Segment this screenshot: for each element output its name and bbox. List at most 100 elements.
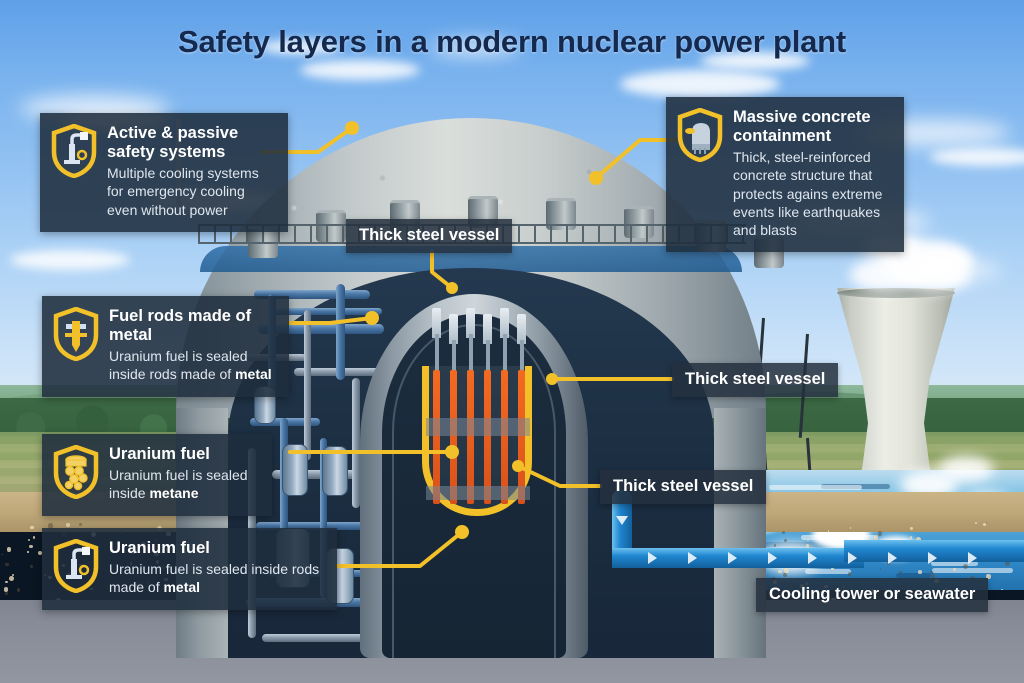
pipe	[272, 308, 382, 315]
soil-speck	[849, 526, 852, 529]
soil-speck	[986, 522, 988, 524]
soil-speck	[3, 586, 9, 592]
soil-speck	[848, 572, 852, 576]
flow-arrow	[968, 552, 977, 564]
callout-uranium-fuel-pellets[interactable]: Uranium fuel Uranium fuel is sealed insi…	[42, 434, 272, 516]
control-rod-stem	[519, 340, 524, 382]
soil-speck	[805, 544, 810, 548]
control-rod-head	[517, 314, 526, 344]
soil-speck	[16, 588, 21, 592]
label-thick-steel-vessel-top[interactable]: Thick steel vessel	[346, 219, 513, 253]
shield-containment-icon	[677, 108, 723, 162]
soil-speck	[11, 574, 14, 577]
callout-heading: Uranium fuel	[109, 445, 210, 463]
callout-active-passive-safety-systems[interactable]: Active & passive safety systems Multiple…	[40, 113, 288, 232]
cooling-pipe-down	[612, 498, 632, 556]
pipe	[262, 634, 366, 642]
flow-arrow	[928, 552, 937, 564]
soil-speck	[807, 538, 810, 541]
equipment-vessel	[322, 446, 348, 496]
control-rod-stem	[451, 340, 456, 382]
shield-fuelrod-icon	[53, 307, 99, 361]
cloud	[10, 250, 130, 270]
soil-speck	[773, 544, 777, 547]
soil-speck	[982, 522, 987, 527]
callout-text: Uranium fuel Uranium fuel is sealed insi…	[109, 539, 323, 597]
control-rod-stem	[502, 334, 507, 376]
pipe	[256, 522, 376, 530]
soil-speck	[830, 566, 834, 570]
soil-speck	[878, 531, 883, 536]
control-rod-head	[432, 308, 441, 338]
soil-speck	[5, 592, 8, 595]
flow-arrow	[648, 552, 657, 564]
callout-fuel-rods-made-of-metal[interactable]: Fuel rods made of metal Uranium fuel is …	[42, 296, 289, 397]
steam-puff	[912, 248, 972, 276]
soil-speck	[827, 530, 829, 532]
cooling-pipe-horizontal	[612, 548, 864, 568]
cloud	[930, 148, 1024, 166]
core-grid-band	[426, 486, 530, 500]
soil-speck	[65, 523, 70, 528]
callout-body: Uranium fuel is sealed inside rods made …	[109, 348, 272, 383]
soil-speck	[781, 530, 786, 535]
soil-speck	[952, 567, 956, 571]
soil-speck	[28, 539, 31, 542]
wave	[768, 485, 863, 491]
control-rod-head	[449, 314, 458, 344]
cloud	[300, 60, 420, 80]
callout-heading: Fuel rods made of metal	[109, 307, 252, 345]
pipe	[320, 438, 327, 598]
flow-arrow	[688, 552, 697, 564]
fuel-rod	[484, 370, 491, 504]
flow-arrow	[768, 552, 777, 564]
wave	[931, 567, 1014, 573]
flow-arrow	[616, 516, 628, 525]
callout-body: Uranium fuel is sealed inside metane	[109, 467, 248, 502]
label-cooling-tower-or-seawater[interactable]: Cooling tower or seawater	[756, 578, 989, 612]
wave	[930, 561, 979, 567]
callout-heading: Uranium fuel	[109, 539, 210, 557]
callout-uranium-fuel-rods[interactable]: Uranium fuel Uranium fuel is sealed insi…	[42, 528, 337, 610]
soil-speck	[9, 575, 15, 581]
control-rod-stem	[434, 334, 439, 376]
control-rod-head	[466, 308, 475, 338]
shield-valve-icon	[51, 124, 97, 178]
fuel-rod	[433, 370, 440, 504]
callout-text: Uranium fuel Uranium fuel is sealed insi…	[109, 445, 258, 503]
cooling-tower-rim	[837, 288, 955, 298]
flow-arrow	[728, 552, 737, 564]
flow-arrow	[848, 552, 857, 564]
control-rod-stem	[485, 340, 490, 382]
control-rod-head	[500, 308, 509, 338]
callout-body: Multiple cooling systems for emergency c…	[107, 165, 259, 218]
soil-speck	[79, 522, 82, 526]
soil-speck	[6, 547, 12, 552]
soil-speck	[974, 522, 977, 525]
soil-speck	[47, 523, 53, 529]
callout-heading: Active & passive safety systems	[107, 124, 239, 162]
soil-speck	[784, 568, 789, 573]
fuel-rod	[467, 370, 474, 504]
containment-wall-right	[714, 408, 766, 658]
page-title: Safety layers in a modern nuclear power …	[177, 24, 847, 59]
soil-speck	[909, 527, 913, 531]
soil-speck	[1, 553, 3, 556]
label-thick-steel-vessel-right[interactable]: Thick steel vessel	[672, 363, 839, 397]
soil-speck	[986, 574, 991, 579]
soil-speck	[930, 571, 933, 574]
wave	[895, 573, 932, 579]
soil-speck	[783, 572, 788, 577]
label-thick-steel-vessel-lower[interactable]: Thick steel vessel	[600, 470, 767, 504]
callout-text: Massive concrete containment Thick, stee…	[733, 108, 890, 239]
pipe	[304, 310, 311, 460]
callout-massive-concrete-containment[interactable]: Massive concrete containment Thick, stee…	[666, 97, 904, 253]
shield-pellets-icon	[53, 445, 99, 499]
fuel-rod	[518, 370, 525, 504]
soil-speck	[29, 544, 33, 548]
control-rod-head	[483, 314, 492, 344]
pipe	[258, 324, 384, 334]
equipment-vessel	[282, 444, 308, 496]
cloud	[700, 52, 810, 70]
